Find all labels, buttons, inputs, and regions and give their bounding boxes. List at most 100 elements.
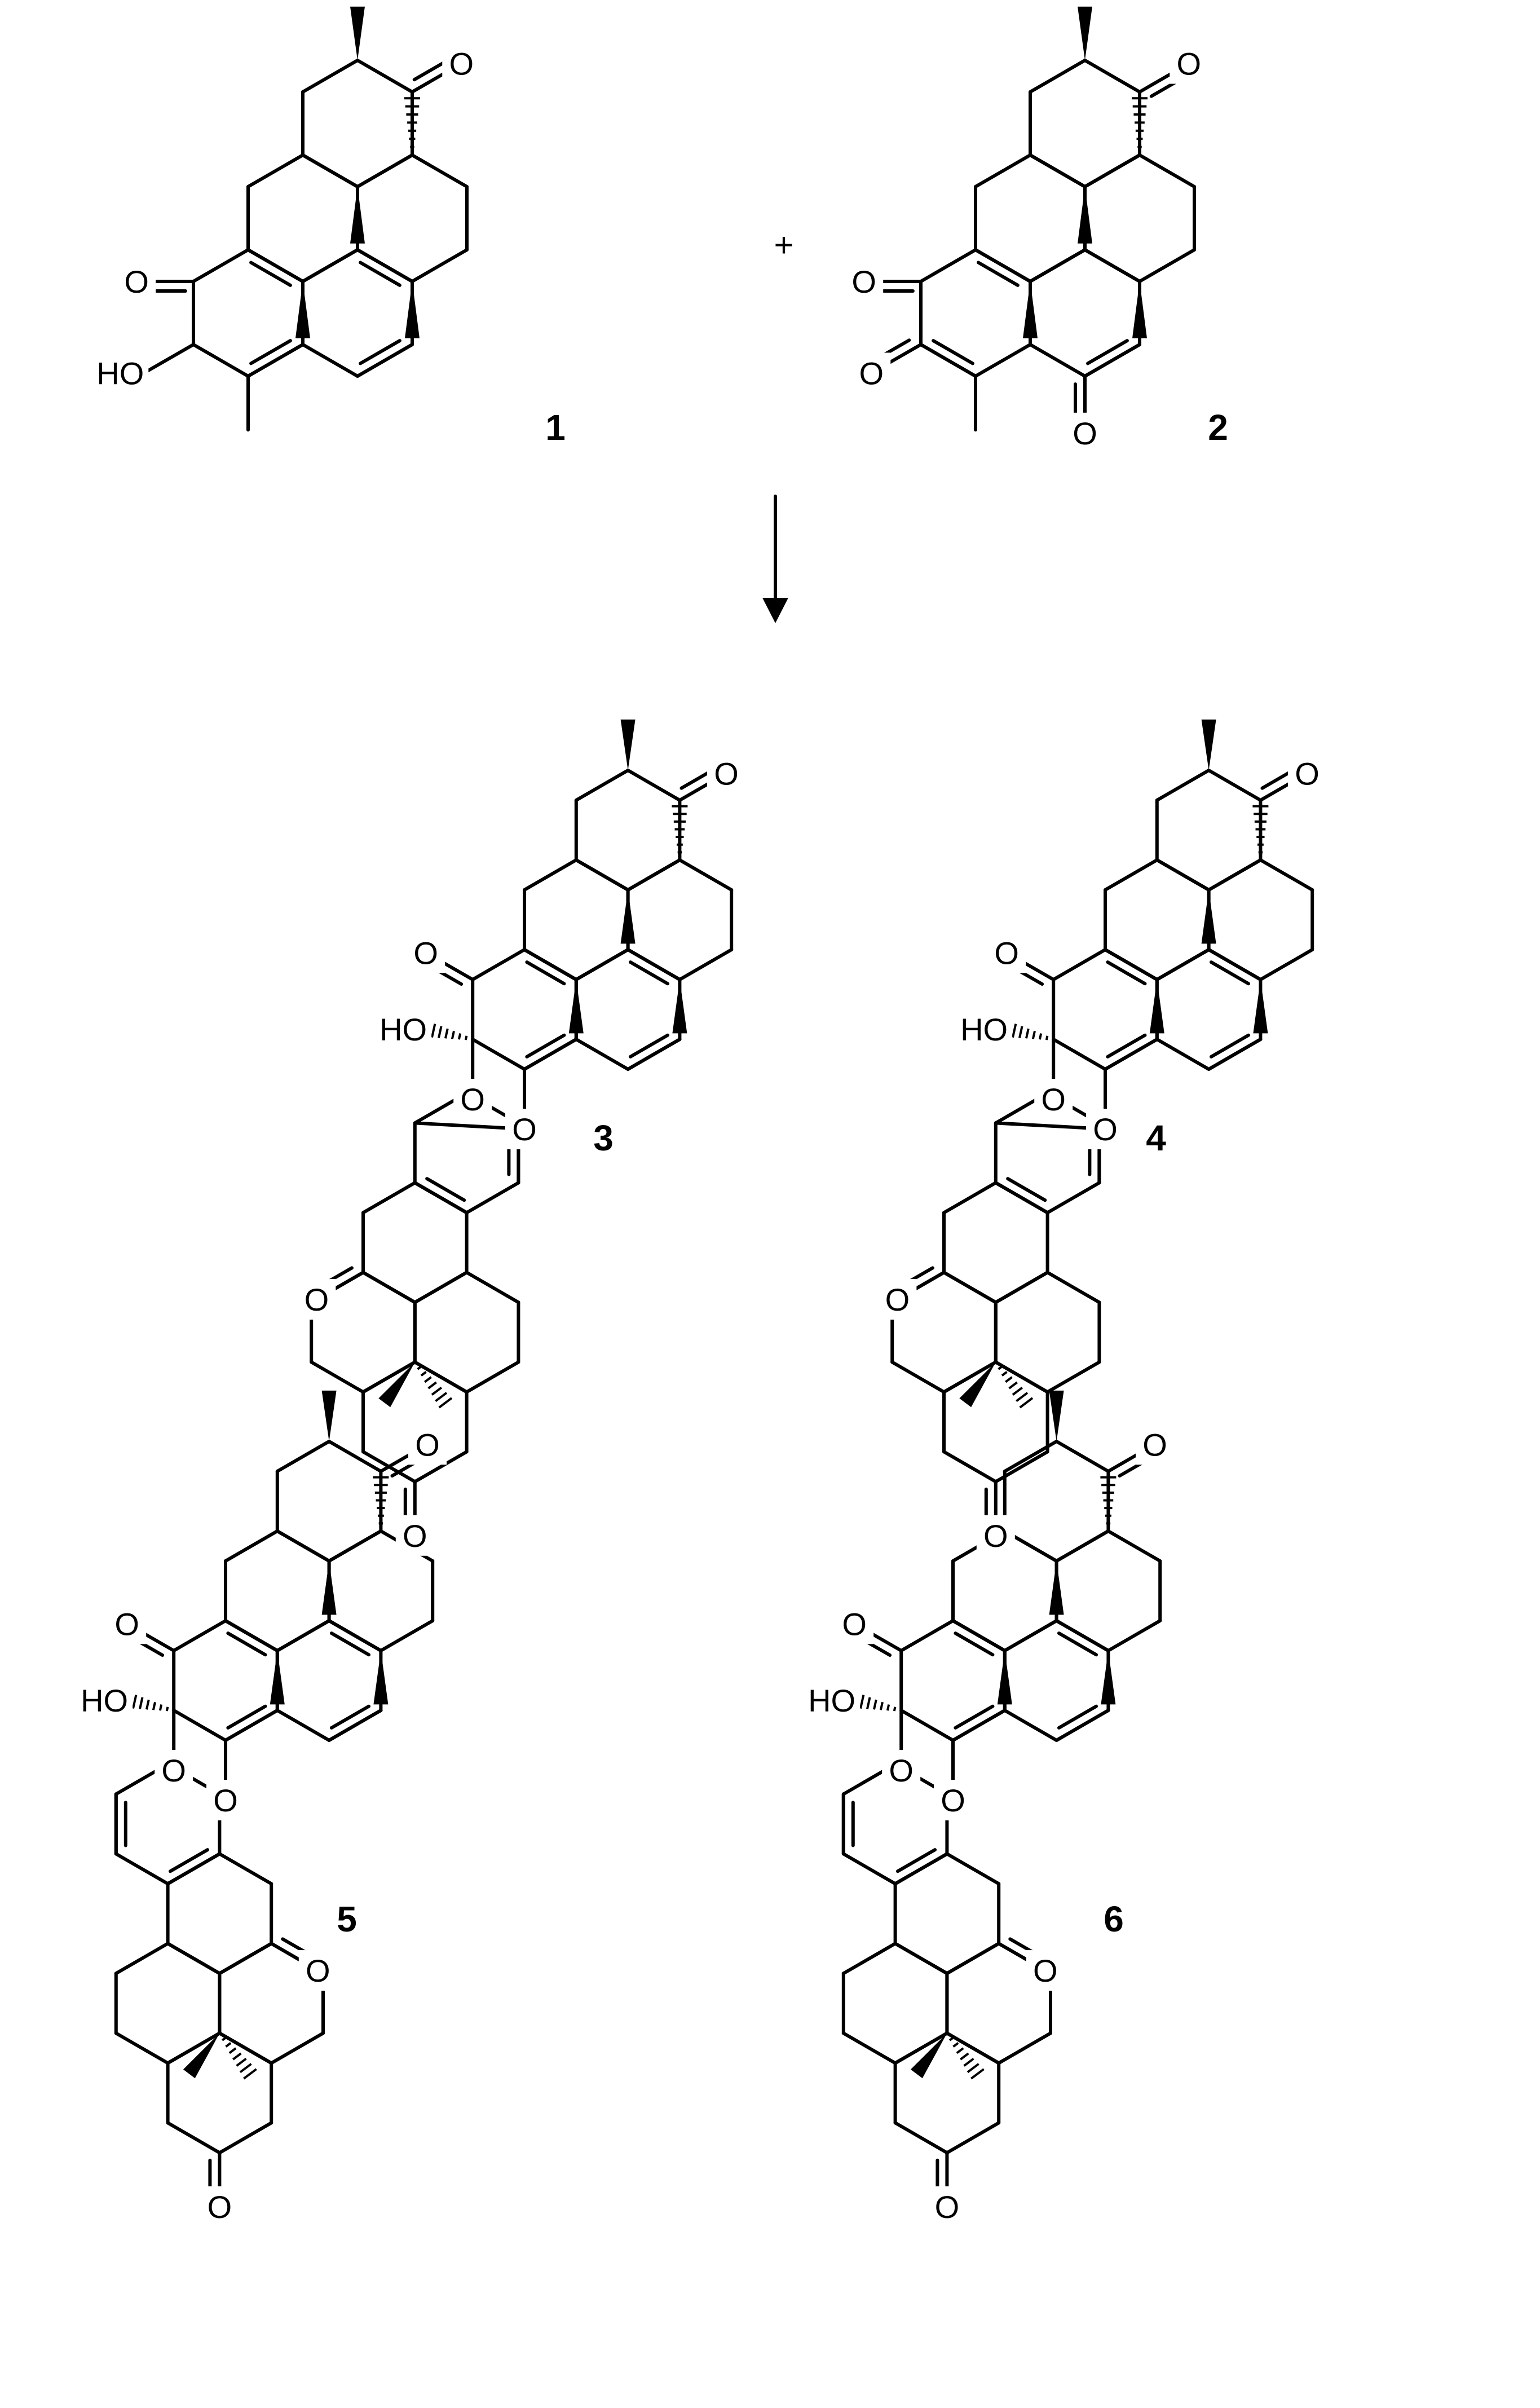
ring-bond bbox=[114, 1852, 170, 1886]
ether-o-label-background bbox=[1034, 1079, 1073, 1119]
hydroxy-label: HO bbox=[808, 1683, 855, 1718]
ring-bond bbox=[890, 1360, 946, 1394]
double-bond bbox=[954, 1704, 995, 1730]
ring-bond bbox=[994, 1271, 1049, 1304]
oxo-left-label: O bbox=[124, 264, 149, 299]
hydroxyl-hashed bbox=[132, 1695, 138, 1709]
hydroxyl-hashed bbox=[451, 1030, 455, 1039]
double-bond bbox=[1057, 1704, 1098, 1730]
methyl-hashed bbox=[420, 1371, 427, 1377]
methyl-wedge bbox=[373, 1651, 389, 1705]
oxo-mid-label: O bbox=[413, 935, 438, 971]
hydroxyl-hashed bbox=[438, 1026, 443, 1038]
ring-bond bbox=[1106, 1529, 1162, 1563]
ring-bond bbox=[114, 2031, 170, 2065]
ring-bond bbox=[361, 1181, 417, 1215]
ring-bond bbox=[361, 1271, 417, 1304]
ring-bond bbox=[841, 1852, 897, 1886]
ring-bond bbox=[1137, 248, 1196, 283]
methyl-wedge bbox=[1132, 281, 1147, 338]
ring-bond bbox=[246, 153, 305, 188]
oxo-lower-label: O bbox=[306, 1953, 330, 1988]
methyl-hashed bbox=[1019, 1397, 1034, 1409]
ring-bond bbox=[1028, 343, 1087, 378]
ring-bond bbox=[997, 2031, 1052, 2065]
double-bond bbox=[168, 1848, 210, 1873]
methyl-wedge bbox=[378, 1362, 415, 1408]
ring-bond bbox=[678, 858, 734, 892]
ether-o-label: O bbox=[460, 1082, 485, 1117]
ring-bond bbox=[465, 1181, 520, 1215]
ring-bond bbox=[1003, 1709, 1058, 1742]
double-bond bbox=[626, 1038, 682, 1071]
hydroxy-label: HO bbox=[380, 1012, 427, 1047]
ring-bond bbox=[1155, 1038, 1211, 1071]
methyl-wedge bbox=[270, 1651, 285, 1705]
methyl-wedge bbox=[1101, 1651, 1116, 1705]
hydroxyl-hashed bbox=[431, 1024, 436, 1038]
ring-bond bbox=[172, 1709, 227, 1742]
oxo-bottom-label-background bbox=[976, 1515, 1015, 1556]
methyl-hashed bbox=[952, 2042, 959, 2048]
ring-bond bbox=[626, 769, 682, 802]
ring-bond bbox=[1259, 858, 1314, 892]
methyl-hashed bbox=[963, 2057, 974, 2067]
ring-bond bbox=[355, 59, 414, 94]
double-bond bbox=[954, 1631, 995, 1657]
oxo-mid-label-background bbox=[835, 1603, 874, 1644]
ring-bond bbox=[379, 1619, 435, 1652]
hydroxyl-hashed bbox=[886, 1704, 890, 1711]
hydroxyl-hashed bbox=[158, 1704, 163, 1711]
methyl-hashed bbox=[228, 2047, 237, 2054]
hydroxy-label: HO bbox=[96, 355, 144, 391]
methyl-hashed bbox=[956, 2047, 964, 2054]
reaction-arrow bbox=[762, 495, 788, 623]
oxo-bottom-label-background bbox=[1065, 412, 1104, 453]
double-bond bbox=[628, 960, 670, 986]
double-bond bbox=[327, 1709, 383, 1742]
oxo-bottom-label-background bbox=[200, 2186, 239, 2227]
ring-bond bbox=[1083, 59, 1141, 94]
compound-number-6: 6 bbox=[1104, 1899, 1124, 1939]
methyl-wedge bbox=[350, 187, 365, 244]
double-bond bbox=[1104, 948, 1159, 981]
double-bond bbox=[1104, 1038, 1159, 1071]
oxo-lower-label-background bbox=[1026, 1950, 1065, 1991]
double-bond bbox=[525, 1033, 566, 1059]
methyl-hashed bbox=[970, 2068, 985, 2080]
methyl-hashed bbox=[427, 1381, 437, 1390]
hydroxyl-hashed bbox=[1031, 1030, 1036, 1039]
ring-bond bbox=[942, 1360, 998, 1394]
oxo-bottom-label-background bbox=[928, 2186, 967, 2227]
oxo-left-label: O bbox=[851, 264, 876, 299]
hydroxyl-hashed bbox=[872, 1699, 877, 1710]
methyl-wedge bbox=[1201, 890, 1216, 944]
hydroxy-label-background bbox=[93, 352, 149, 394]
hydroxyl-bond bbox=[142, 343, 196, 375]
hydroxyl-hashed bbox=[1045, 1035, 1049, 1040]
ring-bond bbox=[1083, 248, 1141, 283]
hydroxy-label: HO bbox=[81, 1683, 128, 1718]
methyl-wedge bbox=[350, 6, 365, 60]
ring-bond bbox=[355, 153, 414, 188]
hydroxyl-hashed bbox=[165, 1706, 169, 1712]
hydroxyl-hashed bbox=[152, 1701, 156, 1710]
oxo-top-label: O bbox=[714, 756, 739, 791]
oxo-mid-label-background bbox=[987, 932, 1026, 973]
ring-bond bbox=[301, 59, 359, 94]
compound-number-3: 3 bbox=[593, 1118, 614, 1158]
methyl-wedge bbox=[1149, 980, 1164, 1034]
ring-bond bbox=[218, 1942, 273, 1975]
double-bond bbox=[1054, 1709, 1110, 1742]
double-bond bbox=[626, 948, 682, 981]
ring-bond bbox=[361, 1360, 417, 1394]
ring-bond bbox=[1052, 948, 1107, 981]
methyl-hashed bbox=[431, 1386, 443, 1396]
double-bond bbox=[1106, 1033, 1147, 1059]
oxo-top-label-background bbox=[1288, 753, 1327, 794]
ring-bond bbox=[413, 1271, 469, 1304]
ring-bond bbox=[574, 858, 630, 892]
methyl-hashed bbox=[967, 2063, 979, 2074]
